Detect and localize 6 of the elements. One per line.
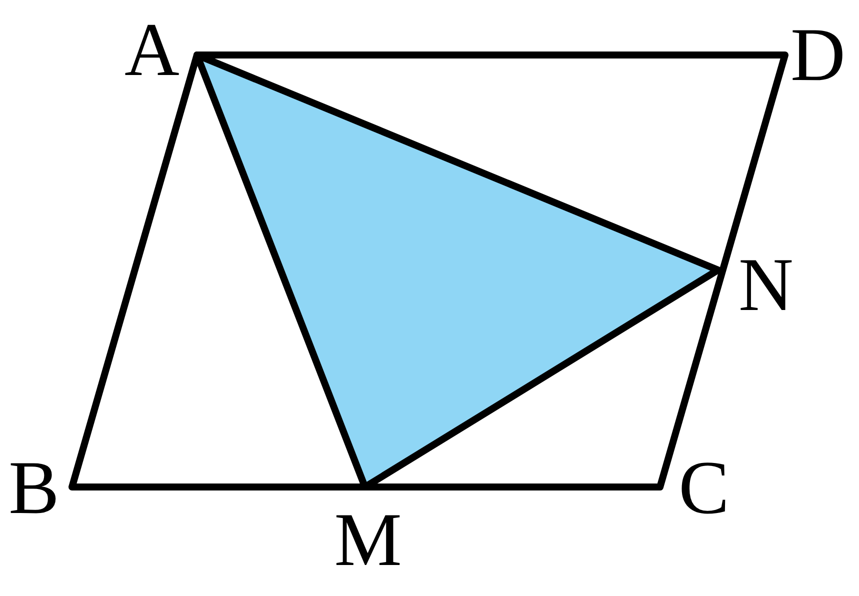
- vertex-label: D: [790, 17, 846, 93]
- vertex-label: C: [678, 450, 730, 526]
- vertex-label: B: [8, 450, 60, 526]
- vertex-label: M: [334, 502, 402, 578]
- vertex-label: A: [124, 12, 180, 88]
- vertex-label: N: [738, 247, 794, 323]
